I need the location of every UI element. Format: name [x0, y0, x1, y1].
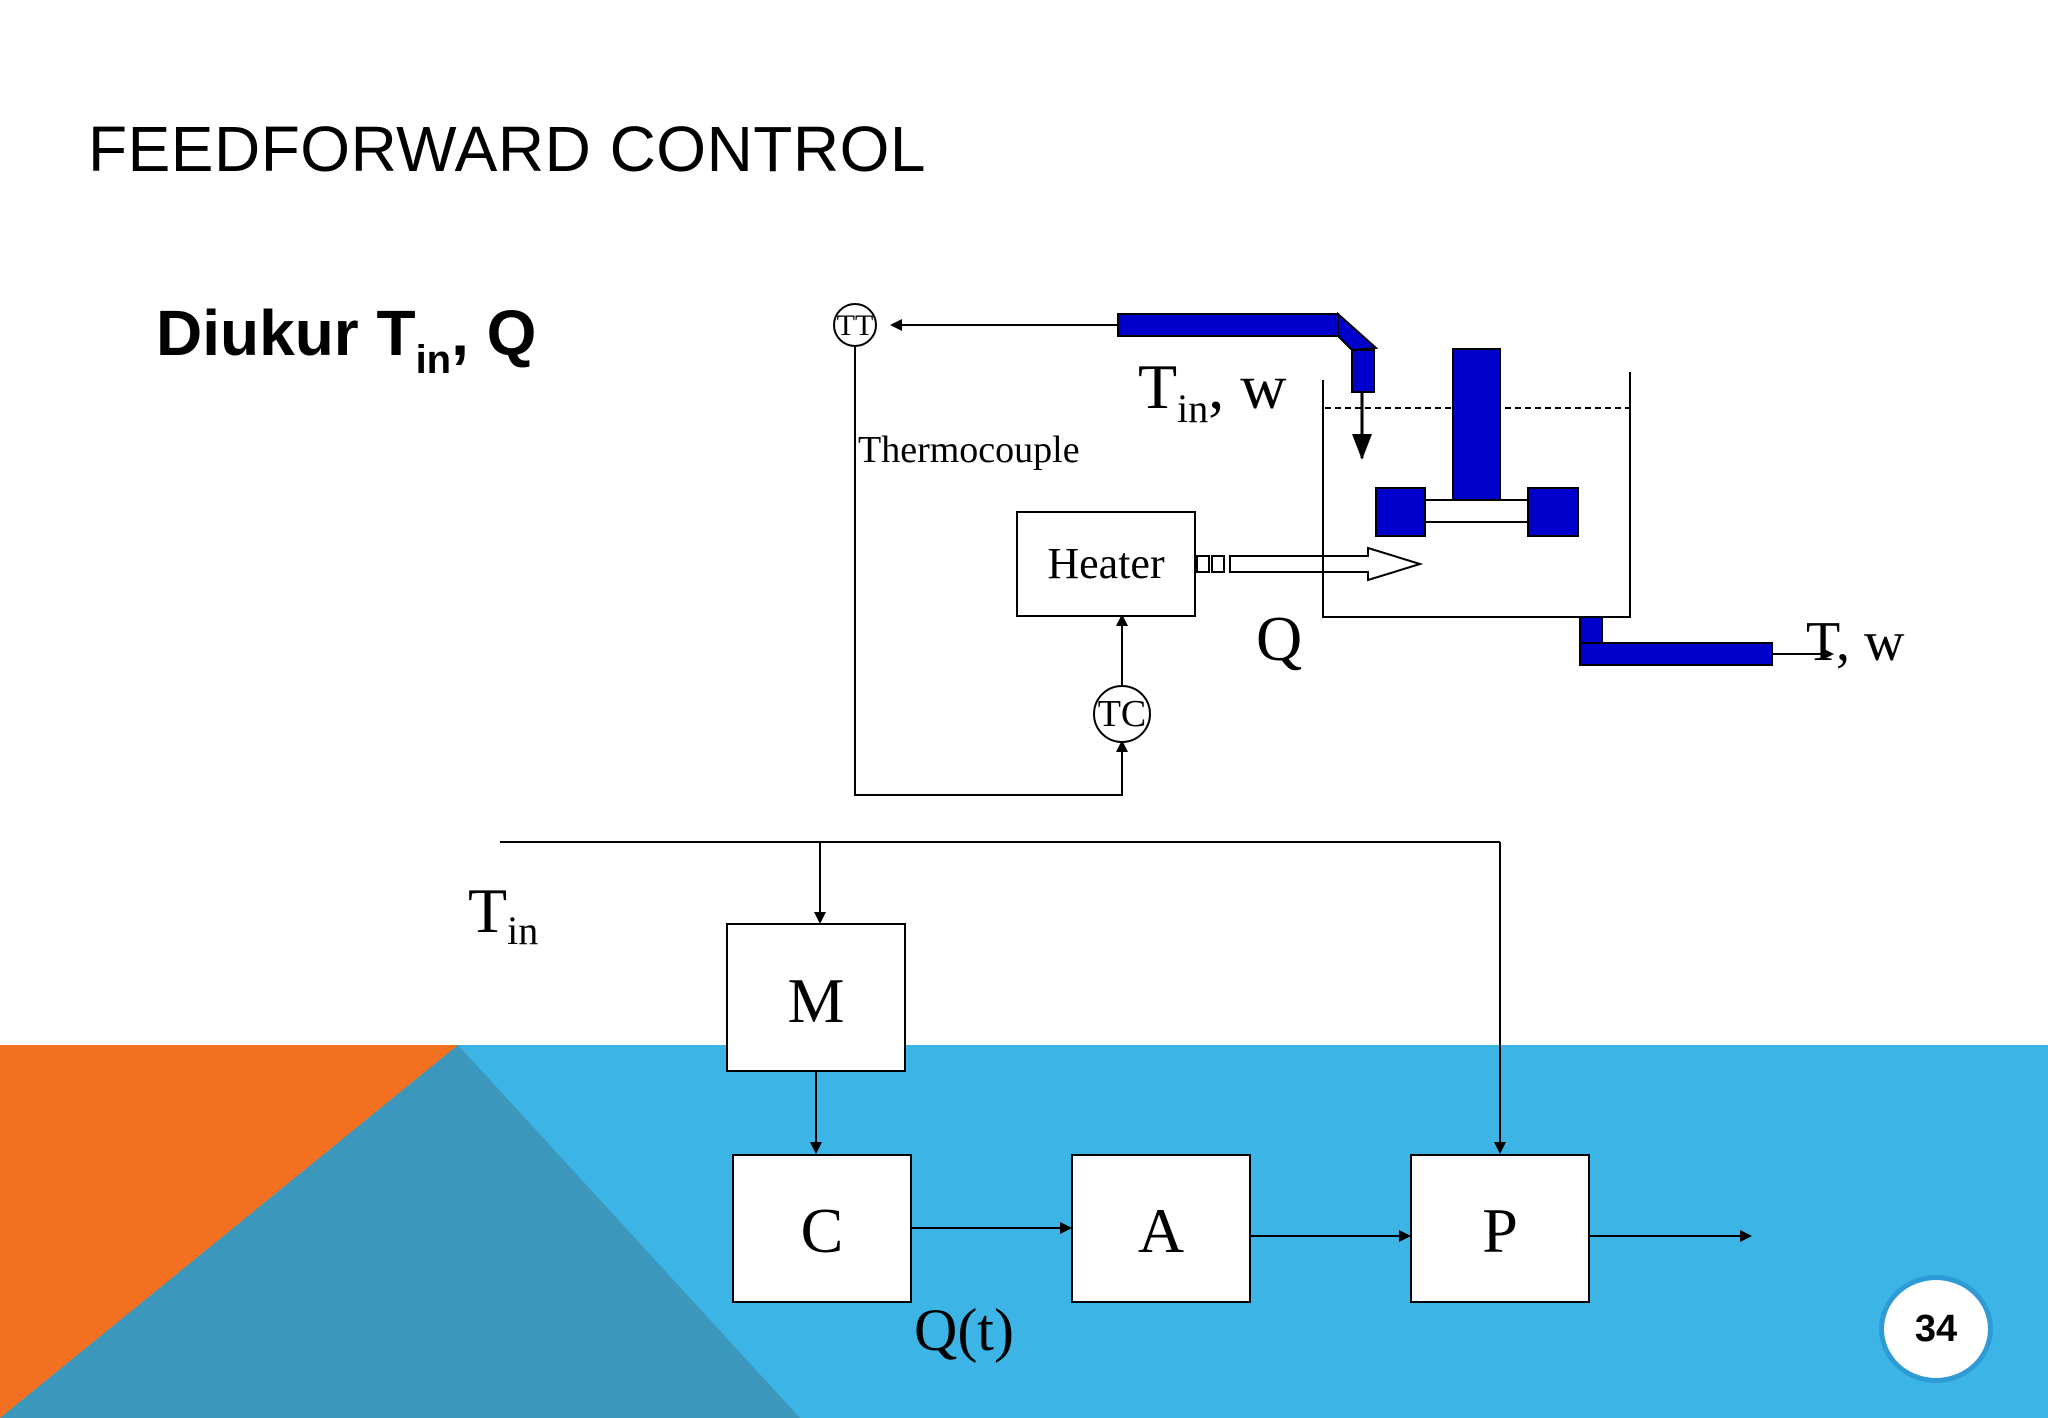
outlet-label: T, w — [1806, 611, 1905, 673]
stirrer-shaft — [1452, 348, 1501, 502]
inlet-pipe-elbow — [1337, 311, 1379, 352]
wire-tt-to-tc — [854, 345, 1128, 796]
block-p — [1410, 1154, 1590, 1303]
process-schematic: TT TC Thermocouple Heater Q Tin, w — [833, 303, 1905, 796]
block-m-label: M — [788, 965, 845, 1036]
tin-input-label: Tin — [468, 875, 538, 953]
tin-input-sub: in — [507, 908, 538, 953]
tc-controller — [1093, 685, 1151, 743]
q-of-t-label: Q(t) — [914, 1297, 1014, 1363]
block-diagram: Tin M C A P Q(t) — [468, 841, 1752, 1363]
thermocouple-label: Thermocouple — [858, 429, 1080, 471]
block-c-label: C — [801, 1195, 844, 1266]
block-m — [726, 923, 906, 1072]
slide-title: FEEDFORWARD CONTROL — [88, 113, 926, 185]
tank-wall — [1322, 372, 1631, 618]
block-p-label: P — [1482, 1195, 1518, 1266]
block-c — [732, 1154, 912, 1303]
outlet-pipe-horizontal — [1579, 642, 1773, 666]
bg-triangle-dark-blue — [0, 1045, 800, 1418]
inlet-label-sub: in — [1177, 386, 1208, 431]
page-number: 34 — [1879, 1275, 1993, 1383]
inlet-label-suffix: , w — [1208, 351, 1286, 422]
tt-transmitter — [833, 303, 877, 347]
subtitle-subscript: in — [415, 338, 452, 382]
heater-box — [1016, 511, 1196, 617]
subtitle-suffix: , Q — [451, 297, 537, 369]
stirrer-crossbar — [1424, 499, 1529, 523]
block-a — [1071, 1154, 1251, 1303]
inlet-pipe-horizontal — [1117, 313, 1339, 337]
inlet-label-main: T — [1138, 351, 1177, 422]
block-a-label: A — [1138, 1195, 1184, 1266]
subtitle-prefix: Diukur T — [156, 297, 416, 369]
tc-label: TC — [1098, 693, 1147, 735]
stirrer-blade-right — [1527, 487, 1579, 537]
heat-flow-label: Q — [1256, 603, 1302, 674]
inlet-label: Tin, w — [1138, 351, 1286, 431]
subtitle: Diukur Tin, Q — [156, 296, 536, 383]
tin-input-main: T — [468, 875, 507, 946]
stirrer-blade-left — [1375, 487, 1426, 537]
inlet-pipe-vertical — [1351, 349, 1375, 393]
heat-flow-arrow — [1196, 546, 1424, 582]
heater-label: Heater — [1047, 539, 1165, 588]
tt-label: TT — [837, 309, 874, 342]
